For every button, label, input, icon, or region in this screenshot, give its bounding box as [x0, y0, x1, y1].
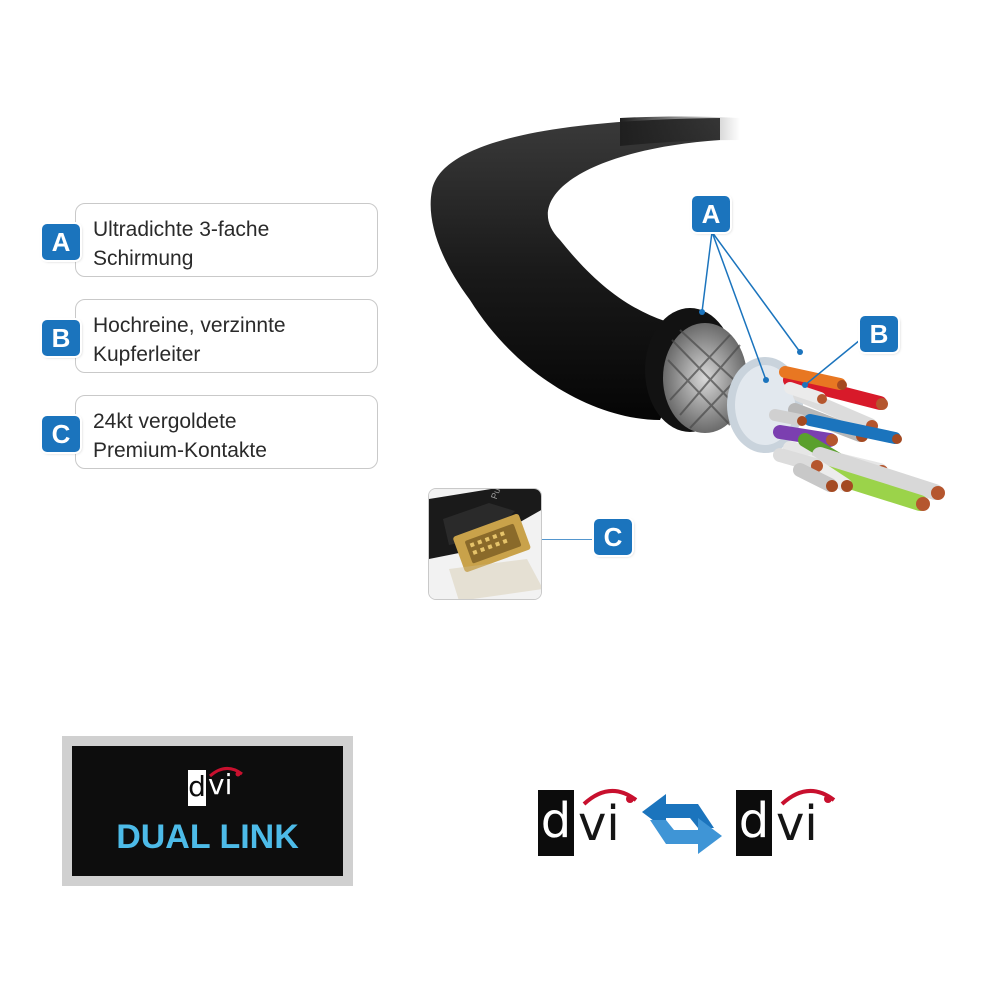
feature-box-b: Hochreine, verzinnte Kupferleiter — [75, 299, 378, 373]
feature-b-line2: Kupferleiter — [93, 343, 201, 366]
dvi-dual-link-badge: d vi DUAL LINK — [62, 736, 353, 886]
feature-text-b: Hochreine, verzinnte Kupferleiter — [93, 311, 286, 369]
callout-badge-b: B — [860, 316, 898, 352]
connector-thumbnail: PureLink — [428, 488, 542, 600]
feature-box-c: 24kt vergoldete Premium-Kontakte — [75, 395, 378, 469]
dvi-logo-d: d — [188, 770, 206, 803]
bidirectional-arrow-icon — [642, 794, 722, 854]
feature-box-a: Ultradichte 3-fache Schirmung — [75, 203, 378, 277]
feature-b-line1: Hochreine, verzinnte — [93, 314, 286, 337]
feature-text-c: 24kt vergoldete Premium-Kontakte — [93, 407, 267, 465]
feature-badge-c: C — [42, 416, 80, 452]
callout-line-b — [804, 339, 861, 386]
cable-conductors — [769, 366, 945, 511]
feature-c-line1: 24kt vergoldete — [93, 410, 237, 433]
dvi-logo: d vi — [188, 767, 248, 810]
callout-badge-c: C — [594, 519, 632, 555]
braided-shield — [663, 323, 747, 433]
feature-a-line2: Schirmung — [93, 247, 194, 270]
dvi-dual-link-inner: d vi DUAL LINK — [72, 746, 343, 876]
feature-c-line2: Premium-Kontakte — [93, 439, 267, 462]
cable-jacket — [430, 118, 720, 420]
dual-link-text: DUAL LINK — [116, 818, 299, 856]
dvi-logo-right-vi: vi — [776, 796, 818, 852]
dvi-logo-left-d: d — [538, 790, 574, 856]
dvi-logo-right-d: d — [736, 790, 772, 856]
callout-badge-a: A — [692, 196, 730, 232]
feature-badge-a: A — [42, 224, 80, 260]
cable-jacket-fade — [620, 116, 740, 146]
feature-text-a: Ultradichte 3-fache Schirmung — [93, 215, 269, 273]
dvi-logo-left-vi: vi — [578, 796, 620, 852]
feature-a-line1: Ultradichte 3-fache — [93, 218, 270, 241]
cable-illustration — [430, 116, 945, 540]
feature-badge-b: B — [42, 320, 80, 356]
callout-lines-a — [701, 231, 801, 381]
dvi-logo-right: d vi — [736, 789, 836, 858]
dvi-logo-left: d vi — [538, 789, 638, 858]
